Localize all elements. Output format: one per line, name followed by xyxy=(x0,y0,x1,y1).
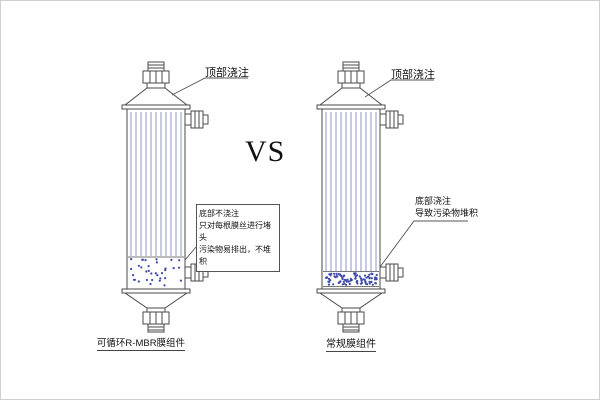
left-module-shell xyxy=(121,61,209,333)
right-top-pour-label: 顶部浇注 xyxy=(391,69,435,81)
right-module-caption: 常规膜组件 xyxy=(311,335,391,352)
right-membrane-fibers xyxy=(325,112,377,271)
right-accumulated-pollutant-dots xyxy=(324,272,378,286)
callout-leader-lines xyxy=(171,77,468,268)
left-note-line-2: 只对每根膜丝进行堵头 xyxy=(199,221,271,242)
right-caption-text: 常规膜组件 xyxy=(326,339,376,352)
left-note-line-3: 污染物易排出，不堆积 xyxy=(199,245,271,266)
left-note-leader xyxy=(184,246,197,261)
vs-label: VS xyxy=(245,135,286,168)
right-note-line-2: 导致污染物堆积 xyxy=(415,208,479,219)
left-loose-particle-dots xyxy=(130,258,182,287)
left-membrane-fibers xyxy=(130,112,182,256)
right-top-leader xyxy=(364,79,434,98)
left-caption-text: 可循环R-MBR膜组件 xyxy=(96,338,186,351)
right-note-leader xyxy=(379,220,468,268)
right-note-line-1: 底部浇注 xyxy=(415,196,452,206)
right-bottom-note: 底部浇注 导致污染物堆积 xyxy=(415,195,478,219)
left-note-line-1: 底部不浇注 xyxy=(199,209,239,218)
left-top-leader xyxy=(171,77,248,96)
left-bottom-note-box: 底部不浇注 只对每根膜丝进行堵头 污染物易排出，不堆积 xyxy=(196,204,280,272)
left-module-caption: 可循环R-MBR膜组件 xyxy=(86,335,196,351)
right-module-shell xyxy=(316,61,404,333)
left-top-pour-label: 顶部浇注 xyxy=(205,67,249,79)
